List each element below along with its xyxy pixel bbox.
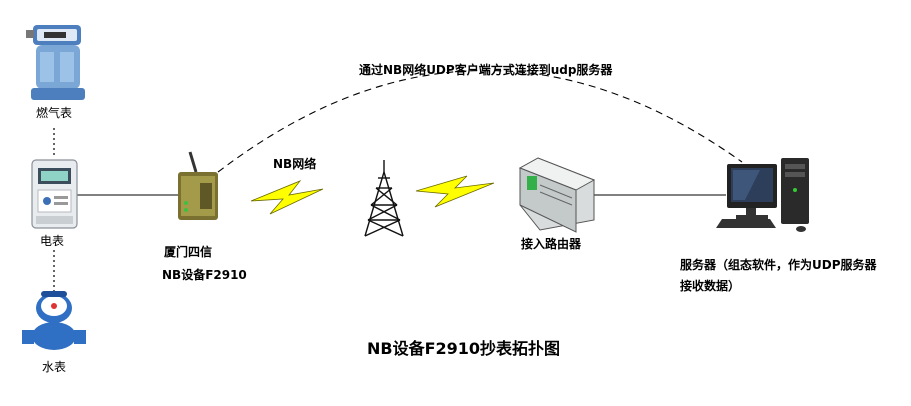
access-router-icon	[518, 157, 596, 233]
wireless-lightning-left-icon	[250, 180, 324, 215]
wireless-lightning-right-icon	[415, 175, 495, 208]
udp-link-dashed-arc	[217, 69, 743, 173]
server-computer-icon	[716, 158, 809, 232]
water-meter-label: 水表	[42, 360, 67, 374]
electric-meter-icon	[31, 159, 78, 229]
device-model-label: NB设备F2910	[162, 268, 247, 282]
base-station-tower-icon	[364, 160, 404, 237]
gas-meter-icon	[26, 25, 85, 100]
water-meter-icon	[22, 291, 86, 350]
diagram-title: NB设备F2910抄表拓扑图	[367, 339, 561, 358]
udp-link-description: 通过NB网络UDP客户端方式连接到udp服务器	[359, 63, 613, 77]
connection-lines	[53, 69, 743, 292]
device-vendor-label: 厦门四信	[164, 245, 213, 259]
server-label-line2: 接收数据）	[680, 279, 741, 293]
gas-meter-label: 燃气表	[36, 106, 73, 120]
router-label: 接入路由器	[521, 237, 582, 251]
nb-device-f2910-icon	[178, 151, 218, 220]
server-label-line1: 服务器（组态软件，作为UDP服务器	[680, 258, 877, 272]
electric-meter-label: 电表	[40, 234, 65, 248]
nb-network-label: NB网络	[273, 157, 317, 171]
